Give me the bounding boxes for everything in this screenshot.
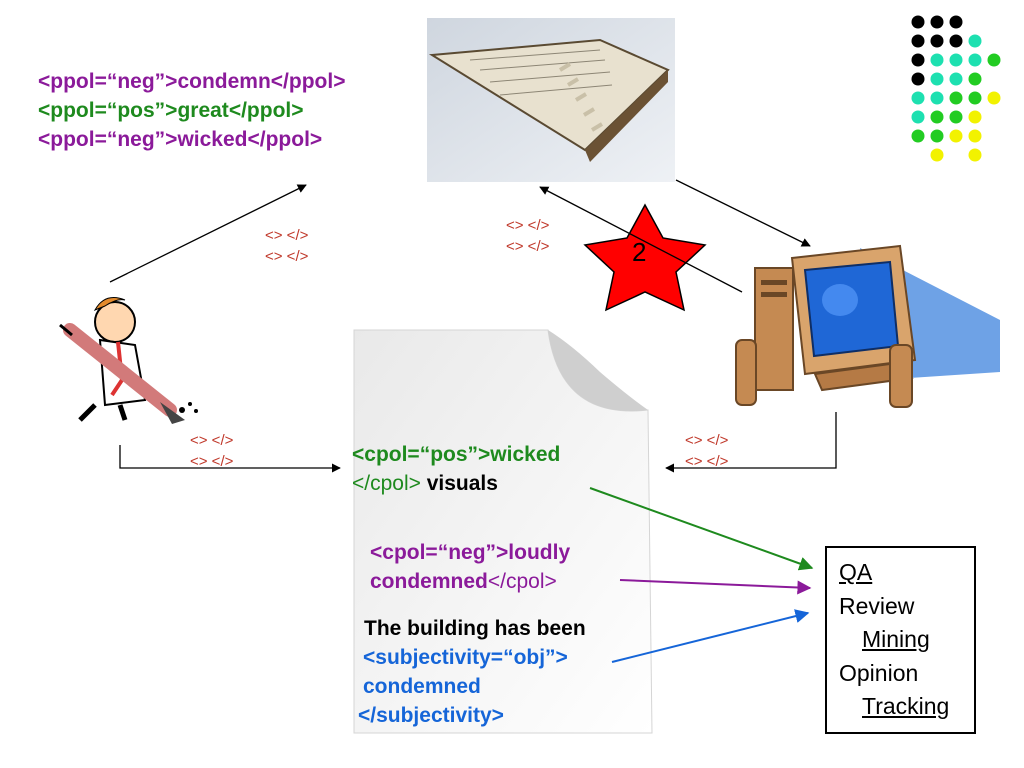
decorative-dot-grid [911,15,1001,162]
arrow-computer-to-document [665,412,837,473]
arrow-computer-to-book [539,186,743,293]
lexicon-entry-wicked: <ppol=“neg”>wicked</ppol> [38,128,323,151]
dot [911,34,925,48]
dot [949,53,963,67]
dot [911,110,925,124]
dot [968,53,982,67]
dot [930,110,944,124]
dot [911,91,925,105]
dot [911,129,925,143]
computer-icon [735,244,1000,408]
dot [949,34,963,48]
applications-box: QA Review Mining Opinion Tracking [825,546,976,734]
dot [987,53,1001,67]
star-shape [583,203,707,312]
tag-pair-writer-book: <> </><> </> [265,227,309,265]
arrow-writer-to-book [109,184,307,283]
dot [968,34,982,48]
dot [968,148,982,162]
dot [930,129,944,143]
tag-pair-writer-document: <> </><> </> [190,432,234,470]
document-negative-annotation: <cpol=“neg”>loudly condemned</cpol> [370,541,571,593]
dot [949,110,963,124]
dot [987,91,1001,105]
dot [911,15,925,29]
dot [911,72,925,86]
dot [949,72,963,86]
dot [930,91,944,105]
application-mining: Mining [862,626,930,652]
arrow-obj-to-applications [611,609,810,663]
dictionary-book-image [427,18,675,182]
lexicon-entry-great: <ppol=“pos”>great</ppol> [38,99,304,122]
application-opinion: Opinion [839,659,919,686]
dot [949,91,963,105]
application-tracking: Tracking [862,693,950,719]
tag-pair-book-computer: <> </><> </> [506,217,550,255]
arrow-pos-to-applications [589,487,814,571]
dot [968,110,982,124]
dot [949,15,963,29]
star-label: 2 [632,237,647,267]
document-page [353,329,653,734]
dot [930,72,944,86]
application-review: Review [839,592,915,619]
arrow-neg-to-applications [619,579,812,595]
dot [968,91,982,105]
dot [968,72,982,86]
dot [911,53,925,67]
arrow-book-to-computer [675,179,811,247]
application-qa: QA [839,559,873,585]
dot [930,53,944,67]
dot [930,15,944,29]
document-objective-annotation: The building has been <subjectivity=“obj… [358,617,586,727]
tag-pair-computer-document: <> </><> </> [685,432,729,470]
arrow-writer-to-document [119,445,341,473]
dot [968,129,982,143]
dot [930,148,944,162]
document-positive-annotation: <cpol=“pos”>wicked </cpol> visuals [352,443,561,495]
lexicon-entry-condemn: <ppol=“neg”>condemn</ppol> [38,70,346,93]
dot [930,34,944,48]
dot [949,129,963,143]
polarity-lexicon: <ppol=“neg”>condemn</ppol> <ppol=“pos”>g… [38,67,345,154]
writer-with-pen-icon [59,297,198,424]
